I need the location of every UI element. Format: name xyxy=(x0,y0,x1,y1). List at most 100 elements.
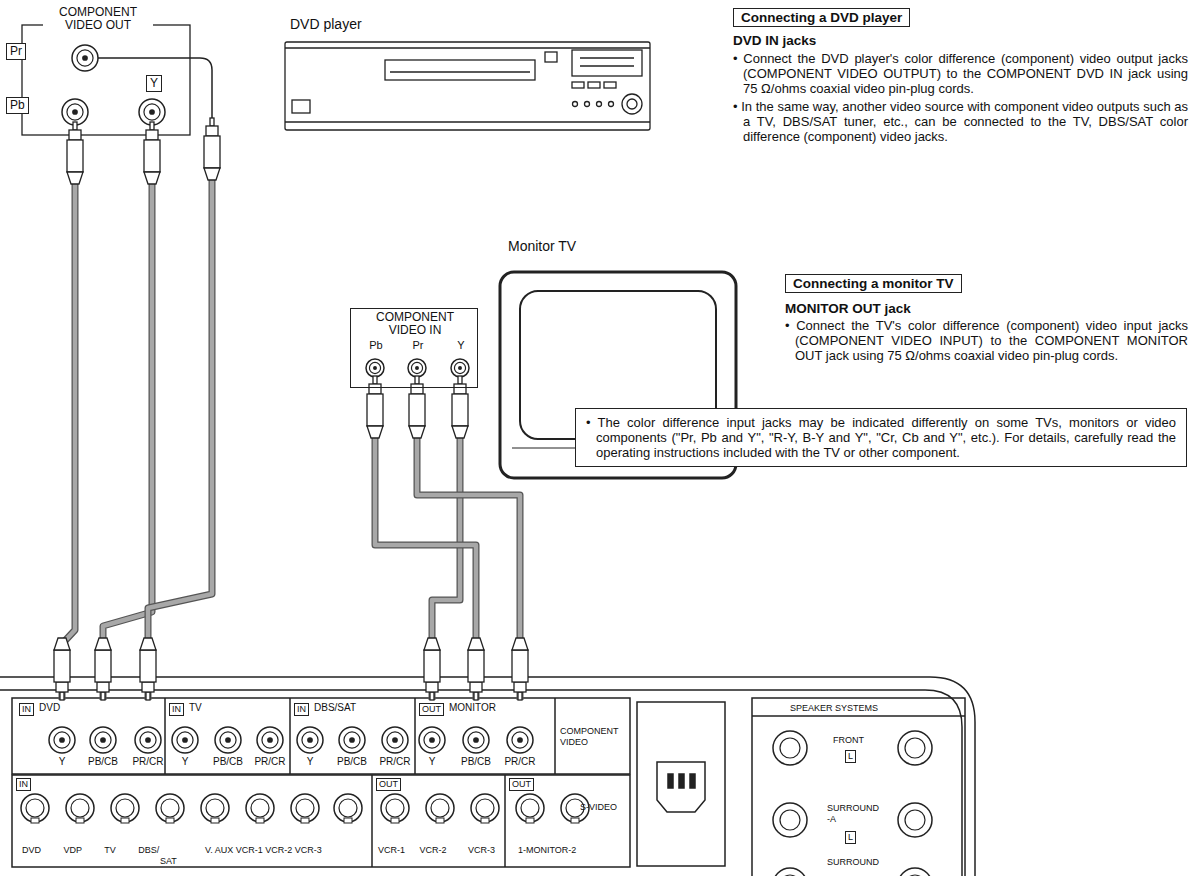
jack xyxy=(349,737,355,743)
jack xyxy=(139,99,165,125)
receiver-rear-panel xyxy=(164,698,166,774)
jack xyxy=(301,818,309,823)
rca-plug xyxy=(140,638,156,700)
jack xyxy=(71,799,89,817)
jack xyxy=(426,794,454,822)
jack xyxy=(262,732,278,748)
section-subheading: MONITOR OUT jack xyxy=(785,301,911,316)
jack xyxy=(373,366,377,370)
jack xyxy=(369,362,380,373)
rca-plug xyxy=(142,682,154,692)
jack xyxy=(431,799,449,817)
jack-label: SAT xyxy=(160,856,177,867)
jack xyxy=(135,727,161,753)
rca-plug xyxy=(204,168,220,180)
receiver-rear-panel xyxy=(752,698,965,876)
node-text: Y xyxy=(307,756,314,768)
rca-plug xyxy=(424,638,440,650)
jack xyxy=(296,799,314,817)
jack xyxy=(526,818,534,823)
jack xyxy=(391,818,399,823)
node-text: TV xyxy=(189,702,202,714)
rca-plug xyxy=(150,122,154,130)
node-text: PB/CB xyxy=(88,756,118,768)
rca-plug xyxy=(452,394,468,426)
jack xyxy=(521,799,539,817)
jack xyxy=(773,803,807,837)
rca-plug xyxy=(468,638,484,650)
rca-plug xyxy=(69,130,81,140)
rca-plug xyxy=(518,692,522,700)
channel-tag: L xyxy=(845,750,856,763)
jack xyxy=(366,359,384,377)
jack xyxy=(898,803,932,837)
jack xyxy=(220,732,236,748)
rca-plug xyxy=(204,136,220,168)
jack xyxy=(905,738,925,758)
note-box: • The color difference input jacks may b… xyxy=(575,408,1187,467)
jack xyxy=(111,794,139,822)
jack xyxy=(458,366,462,370)
jack-group: INDBS/SATYPB/CBPR/CR xyxy=(290,700,415,772)
dvd-player-drawing xyxy=(385,60,535,80)
rca-plug xyxy=(95,638,111,700)
node-text: PR/CR xyxy=(254,756,285,768)
jack xyxy=(344,818,352,823)
node-text: Monitor TV xyxy=(508,238,576,254)
rca-plug xyxy=(54,650,70,682)
jack xyxy=(454,362,465,373)
rca-plug xyxy=(454,384,466,394)
jack xyxy=(773,868,807,876)
receiver-rear-panel xyxy=(504,775,506,867)
dvd-player-drawing xyxy=(609,102,614,107)
node-text: Y xyxy=(182,756,189,768)
rca-plug xyxy=(210,118,214,126)
jack-group: INDVDYPB/CBPR/CR xyxy=(15,700,167,772)
jack xyxy=(463,727,489,753)
jack xyxy=(95,732,111,748)
rca-plug xyxy=(415,376,419,384)
jack xyxy=(898,868,932,876)
rca-plug xyxy=(512,638,528,650)
jack xyxy=(516,794,544,822)
jack xyxy=(424,732,440,748)
jack xyxy=(898,731,932,765)
rca-plug xyxy=(140,650,156,682)
receiver-rear-panel xyxy=(657,762,705,812)
jack-group: OUTMONITORYPB/CBPR/CR xyxy=(415,700,555,772)
video-cable xyxy=(417,388,520,700)
dvd-player-drawing xyxy=(627,99,637,109)
node-text: PR/CR xyxy=(504,756,535,768)
jack xyxy=(307,737,313,743)
jack xyxy=(140,732,156,748)
jack-label: 1-MONITOR-2 xyxy=(518,845,576,856)
jack xyxy=(408,359,426,377)
jack xyxy=(76,818,84,823)
receiver-rear-panel xyxy=(0,677,975,876)
jack xyxy=(419,727,445,753)
receiver-rear-panel xyxy=(637,702,725,866)
jack xyxy=(339,727,365,753)
instruction-text: • In the same way, another video source … xyxy=(733,99,1188,144)
jack xyxy=(59,737,65,743)
jack xyxy=(166,818,174,823)
io-tag: OUT xyxy=(509,778,534,791)
node-text: DVD player xyxy=(290,16,362,32)
jack xyxy=(256,818,264,823)
node-text: Y xyxy=(429,756,436,768)
jack xyxy=(291,794,319,822)
video-cable xyxy=(62,135,75,700)
jack xyxy=(386,799,404,817)
jack-group: INTVYPB/CBPR/CR xyxy=(165,700,290,772)
jack xyxy=(302,732,318,748)
jack xyxy=(780,875,800,876)
rca-plug xyxy=(367,426,383,438)
jack xyxy=(54,732,70,748)
speaker-label: FRONT xyxy=(833,735,864,746)
video-cable xyxy=(417,388,520,700)
rca-plug xyxy=(54,638,70,700)
node-text: DBS/SAT xyxy=(314,702,356,714)
rca-plug xyxy=(452,426,468,438)
dvd-player-drawing xyxy=(285,47,650,48)
rca-plug xyxy=(56,682,68,692)
